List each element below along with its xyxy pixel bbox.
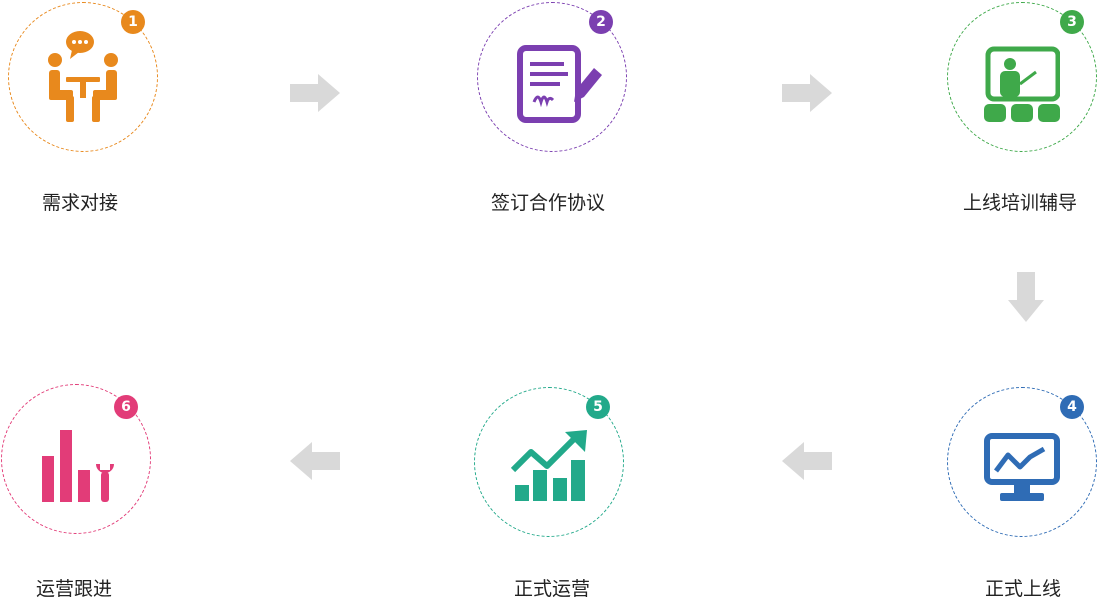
step-5-circle xyxy=(474,387,624,537)
step-5-badge: 5 xyxy=(586,395,610,419)
arrow-down xyxy=(1008,272,1044,322)
monitor-chart-icon xyxy=(984,433,1060,501)
step-1-circle xyxy=(8,2,158,152)
step-1-label: 需求对接 xyxy=(42,192,119,214)
arrow-right-1 xyxy=(290,74,340,112)
step-6-circle xyxy=(1,384,151,534)
step-6-badge: 6 xyxy=(114,395,138,419)
arrow-left-2 xyxy=(290,442,340,480)
arrow-right-2 xyxy=(782,74,832,112)
step-3-badge: 3 xyxy=(1060,10,1084,34)
step-6-label: 运营跟进 xyxy=(36,578,113,600)
arrow-left-1 xyxy=(782,442,832,480)
step-2-label: 签订合作协议 xyxy=(491,192,606,214)
step-5-label: 正式运营 xyxy=(514,578,591,600)
step-4-label: 正式上线 xyxy=(985,578,1062,600)
growth-chart-icon xyxy=(511,430,587,501)
meeting-chat-icon xyxy=(48,31,118,122)
step-4-circle xyxy=(947,387,1097,537)
step-1-badge: 1 xyxy=(121,10,145,34)
step-2-badge: 2 xyxy=(589,10,613,34)
step-4-badge: 4 xyxy=(1060,395,1084,419)
step-3-label: 上线培训辅导 xyxy=(963,192,1078,214)
training-presentation-icon xyxy=(984,46,1060,122)
step-3-circle xyxy=(947,2,1097,152)
step-2-circle xyxy=(477,2,627,152)
bar-chart-wrench-icon xyxy=(42,430,114,502)
contract-sign-icon xyxy=(517,45,602,123)
